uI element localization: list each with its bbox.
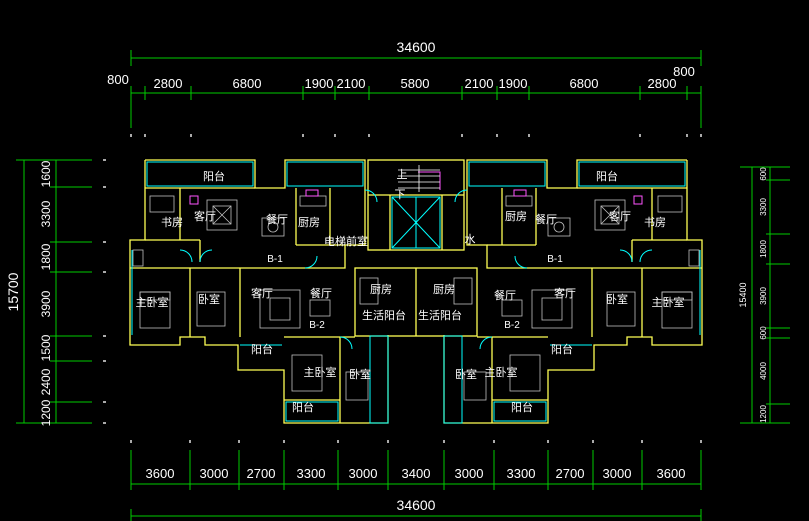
label-living: 客厅 (609, 209, 631, 223)
label-balcony: 阳台 (203, 169, 225, 183)
top-seg-2: 6800 (233, 76, 262, 91)
label-dining: 餐厅 (310, 286, 332, 300)
fixtures-accent (189, 171, 643, 205)
top-seg-5: 5800 (401, 76, 430, 91)
label-dining: 餐厅 (494, 288, 516, 302)
bottom-segment-ticks (130, 450, 702, 490)
label-balcony: 阳台 (596, 169, 618, 183)
room-labels: 阳台 书房 客厅 餐厅 厨房 电梯前室 B-1 阳台 书房 客厅 餐厅 厨房 水… (136, 168, 685, 414)
label-kitchen: 厨房 (298, 216, 320, 229)
axis-dots-left (103, 159, 106, 424)
label-master-bedroom: 主卧室 (652, 295, 685, 309)
axis-dots-top (130, 134, 702, 137)
bottom-seg-10: 3000 (603, 466, 632, 481)
label-living: 客厅 (194, 209, 216, 223)
top-seg-8: 6800 (570, 76, 599, 91)
left-seg-5: 1500 (39, 334, 53, 361)
right-seg-6: 4000 (759, 362, 768, 380)
label-dining: 餐厅 (535, 212, 557, 226)
bottom-total-dim: 34600 (397, 497, 436, 513)
label-master-bedroom: 主卧室 (485, 365, 518, 379)
top-seg-3: 1900 (305, 76, 334, 91)
label-bedroom: 卧室 (198, 292, 220, 306)
right-segment-labels: 600 3300 1800 3900 600 4000 1200 (759, 167, 768, 423)
bottom-seg-2: 3000 (200, 466, 229, 481)
bottom-seg-11: 3600 (657, 466, 686, 481)
left-total-dim: 15700 (5, 272, 21, 311)
label-bedroom: 卧室 (606, 292, 628, 306)
bottom-seg-9: 2700 (556, 466, 585, 481)
label-unit-b1: B-1 (547, 254, 563, 265)
label-down: 下 (395, 188, 406, 201)
label-water: 水 (465, 233, 476, 246)
right-seg-3: 1800 (759, 240, 768, 258)
bottom-seg-4: 3300 (297, 466, 326, 481)
label-dining: 餐厅 (266, 212, 288, 226)
label-study: 书房 (161, 216, 183, 229)
label-living: 客厅 (251, 286, 273, 300)
label-unit-b2: B-2 (504, 320, 520, 331)
left-seg-4: 3900 (39, 290, 53, 317)
label-unit-b1: B-1 (267, 254, 283, 265)
left-seg-2: 3300 (39, 200, 53, 227)
label-service-balcony: 生活阳台 (362, 308, 406, 322)
bottom-seg-6: 3400 (402, 466, 431, 481)
left-seg-3: 1800 (39, 243, 53, 270)
label-kitchen: 厨房 (433, 283, 455, 296)
label-bedroom: 卧室 (349, 367, 371, 381)
label-study: 书房 (644, 216, 666, 229)
glazing (131, 161, 701, 424)
right-seg-4: 3900 (759, 287, 768, 305)
top-seg-7: 1900 (499, 76, 528, 91)
label-balcony: 阳台 (511, 400, 533, 414)
left-seg-7: 1200 (39, 399, 53, 426)
bottom-seg-5: 3000 (349, 466, 378, 481)
label-balcony: 阳台 (251, 342, 273, 356)
walls (129, 159, 703, 424)
right-segment-ticks (766, 179, 790, 405)
label-living: 客厅 (554, 286, 576, 300)
stair (398, 165, 440, 192)
top-segment-ticks (130, 86, 702, 128)
top-seg-1: 2800 (154, 76, 183, 91)
bottom-seg-8: 3300 (507, 466, 536, 481)
right-seg-2: 3300 (759, 198, 768, 216)
label-unit-b2: B-2 (309, 320, 325, 331)
label-up: 上 (397, 168, 408, 181)
label-bedroom: 卧室 (455, 367, 477, 381)
label-kitchen: 厨房 (370, 283, 392, 296)
left-dimensions: 15700 1600 3300 1800 3900 1500 2400 1200 (5, 159, 106, 426)
right-seg-1: 600 (759, 167, 768, 181)
top-total-dim: 34600 (397, 39, 436, 55)
bottom-seg-7: 3000 (455, 466, 484, 481)
bottom-dimensions: 3600 3000 2700 3300 3000 3400 3000 3300 … (130, 440, 702, 521)
bottom-seg-3: 2700 (247, 466, 276, 481)
top-seg-9: 2800 (648, 76, 677, 91)
left-segment-ticks (50, 186, 92, 403)
right-dimensions: 15400 600 3300 1800 3900 600 4000 1200 (738, 166, 790, 424)
label-balcony: 阳台 (551, 342, 573, 356)
top-right-edge-dim: 800 (673, 64, 695, 79)
right-total-dim: 15400 (738, 282, 748, 307)
top-seg-4: 2100 (337, 76, 366, 91)
label-elevator-room: 电梯前室 (324, 234, 368, 248)
right-seg-5: 600 (759, 326, 768, 340)
left-seg-1: 1600 (39, 160, 53, 187)
axis-dots-bottom (130, 440, 702, 443)
bottom-seg-1: 3600 (146, 466, 175, 481)
label-kitchen: 厨房 (505, 210, 527, 223)
label-balcony: 阳台 (292, 400, 314, 414)
door-swings (179, 189, 653, 350)
label-service-balcony: 生活阳台 (418, 308, 462, 322)
label-master-bedroom: 主卧室 (304, 365, 337, 379)
right-seg-7: 1200 (759, 405, 768, 423)
left-segment-labels: 1600 3300 1800 3900 1500 2400 1200 (39, 160, 53, 426)
top-seg-6: 2100 (465, 76, 494, 91)
left-seg-6: 2400 (39, 368, 53, 395)
furniture (132, 195, 700, 401)
top-dimensions: 34600 800 800 2800 6800 1900 2100 5800 2… (107, 39, 702, 137)
label-master-bedroom: 主卧室 (136, 295, 169, 309)
top-left-edge-dim: 800 (107, 72, 129, 87)
